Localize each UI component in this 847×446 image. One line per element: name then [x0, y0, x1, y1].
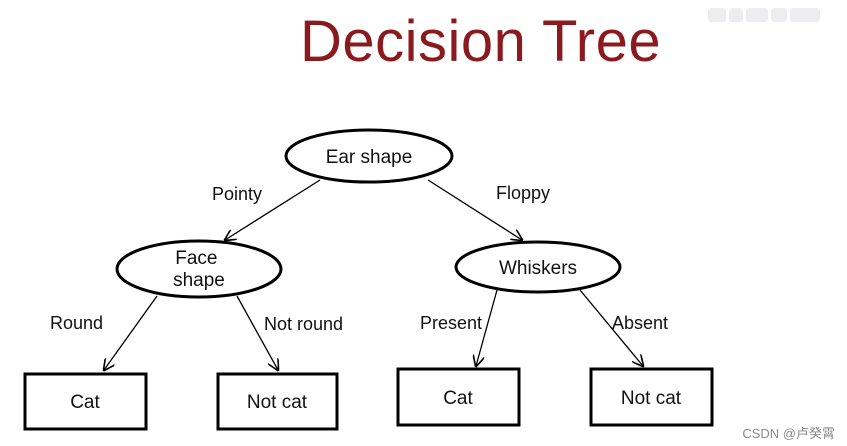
leaf-cat-left	[23, 372, 148, 431]
leaf-not-cat-left	[216, 372, 339, 431]
edge-label-round: Round	[50, 313, 103, 333]
edge-label-not-round: Not round	[264, 314, 343, 334]
edge-root-right	[427, 179, 522, 240]
edge-right-leaf3	[476, 289, 498, 366]
leaf-not-cat-left-label: Not cat	[247, 392, 308, 413]
root-node-label: Ear shape	[326, 147, 413, 168]
edge-left-leaf1	[104, 295, 158, 370]
page-title: Decision Tree	[300, 9, 662, 74]
edge-label-floppy: Floppy	[496, 183, 550, 203]
face-shape-label-line2: shape	[173, 270, 225, 291]
leaf-not-cat-right	[589, 367, 714, 427]
watermark: CSDN @卢癸霄	[742, 426, 835, 441]
root-node	[284, 128, 454, 184]
blurred-logo	[708, 4, 838, 26]
leaf-cat-left-label: Cat	[70, 392, 100, 413]
edge-label-pointy: Pointy	[212, 184, 262, 204]
face-shape-label-line1: Face	[175, 248, 217, 269]
face-shape-label: Face shape	[173, 248, 225, 291]
edge-right-leaf4	[579, 289, 643, 366]
leaf-not-cat-right-label: Not cat	[621, 388, 682, 409]
edge-root-left	[225, 179, 321, 240]
edge-label-absent: Absent	[612, 313, 668, 333]
leaf-cat-right	[396, 367, 521, 427]
leaf-cat-right-label: Cat	[443, 388, 473, 409]
edge-label-present: Present	[420, 313, 482, 333]
face-shape-node	[115, 239, 283, 299]
whiskers-label: Whiskers	[499, 258, 577, 279]
whiskers-node	[454, 240, 622, 294]
edge-left-leaf2	[236, 295, 278, 370]
